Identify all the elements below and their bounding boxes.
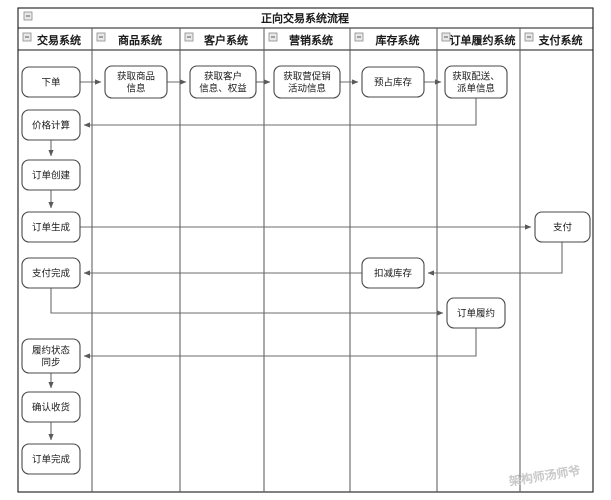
lane-header-trade[interactable]: 交易系统: [22, 32, 81, 47]
connector-order-fulfill-to-fulfill-status-sync: [83, 328, 477, 359]
node-label: 订单完成: [32, 454, 71, 466]
lane-label-trade: 交易系统: [37, 33, 81, 47]
connector-payment-to-deduct-inventory: [427, 242, 563, 276]
node-label: 同步: [41, 358, 60, 369]
node-label: 支付: [553, 222, 573, 234]
collapse-minus-icon[interactable]: [184, 32, 194, 42]
process-nodes: 下单获取商品信息获取客户信息、权益获取营促销活动信息预占库存获取配送、派单信息价…: [21, 65, 591, 475]
collapse-minus-icon[interactable]: [268, 32, 278, 42]
lane-label-customer: 客户系统: [203, 33, 248, 47]
diagram-title: 正向交易系统流程: [261, 11, 349, 25]
title-bar: 正向交易系统流程: [261, 11, 349, 25]
collapse-minus-icon[interactable]: [22, 32, 32, 42]
node-get-delivery-info[interactable]: 获取配送、派单信息: [444, 65, 508, 99]
lane-label-inventory: 库存系统: [376, 33, 420, 47]
node-label: 扣减库存: [374, 268, 413, 280]
node-label: 支付完成: [32, 268, 71, 280]
node-label: 获取商品: [117, 71, 155, 83]
connection-lines: [48, 79, 563, 441]
collapse-minus-icon[interactable]: [96, 32, 106, 42]
lane-header-fulfillment[interactable]: 订单履约系统: [441, 32, 516, 47]
node-label: 订单创建: [32, 170, 71, 182]
lane-label-marketing: 营销系统: [289, 33, 333, 47]
node-label: 活动信息: [288, 83, 326, 95]
node-reserve-inventory[interactable]: 预占库存: [361, 66, 425, 98]
node-label: 预占库存: [374, 77, 413, 89]
node-label: 价格计算: [32, 120, 70, 132]
lane-dividers: [91, 28, 521, 492]
collapse-minus-icon[interactable]: [354, 32, 364, 42]
node-label: 信息: [126, 83, 145, 95]
node-payment[interactable]: 支付: [534, 211, 591, 243]
lane-label-product: 商品系统: [118, 33, 162, 47]
lane-header-payment[interactable]: 支付系统: [524, 32, 583, 47]
node-label: 信息、权益: [199, 83, 247, 95]
node-label: 确认收货: [32, 402, 70, 414]
lane-header-product[interactable]: 商品系统: [96, 32, 162, 47]
lane-header-customer[interactable]: 客户系统: [184, 32, 248, 47]
node-label: 派单信息: [457, 83, 495, 95]
node-order-create[interactable]: 订单创建: [21, 159, 81, 191]
node-label: 获取营促销: [283, 71, 331, 83]
node-deduct-inventory[interactable]: 扣减库存: [361, 257, 425, 289]
node-order-generated[interactable]: 订单生成: [21, 211, 81, 243]
node-label: 下单: [41, 77, 61, 89]
node-label: 订单履约: [457, 308, 495, 320]
collapse-minus-icon[interactable]: [441, 32, 451, 42]
node-label: 获取客户: [204, 71, 242, 83]
lane-label-fulfillment: 订单履约系统: [450, 33, 516, 47]
node-label: 订单生成: [32, 222, 71, 234]
lane-label-payment: 支付系统: [538, 33, 583, 47]
node-price-calc[interactable]: 价格计算: [21, 109, 81, 141]
node-label: 履约状态: [32, 345, 71, 357]
title-collapse-icon[interactable]: [23, 11, 33, 21]
node-confirm-receipt[interactable]: 确认收货: [21, 391, 81, 423]
lane-header-row: 交易系统 商品系统 客户系统 营销系统 库存系统 订单履约系统 支付系统: [22, 32, 583, 47]
node-order-fulfill[interactable]: 订单履约: [446, 297, 506, 329]
lane-header-marketing[interactable]: 营销系统: [268, 32, 333, 47]
node-place-order[interactable]: 下单: [21, 66, 81, 98]
collapse-minus-icon[interactable]: [524, 32, 534, 42]
node-label: 获取配送、: [452, 71, 500, 83]
node-order-complete[interactable]: 订单完成: [21, 443, 81, 475]
lane-header-inventory[interactable]: 库存系统: [354, 32, 420, 47]
connector-get-delivery-info-to-price-calc: [83, 98, 477, 128]
node-payment-done[interactable]: 支付完成: [21, 257, 81, 289]
connector-payment-done-to-order-fulfill: [50, 288, 444, 316]
